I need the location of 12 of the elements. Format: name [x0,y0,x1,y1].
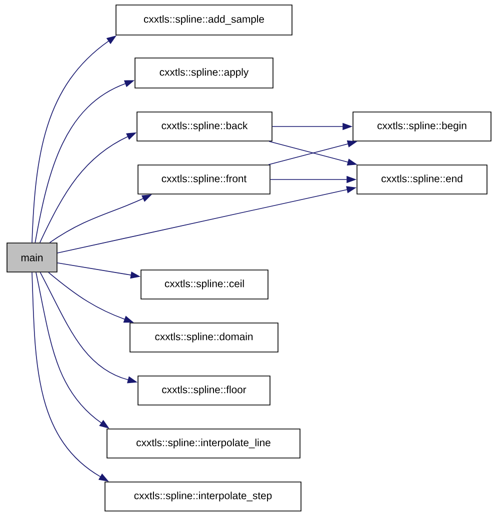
function-box: cxxtls::spline::end [356,164,488,194]
function-box: cxxtls::spline::interpolate_step [104,482,302,512]
function-box: cxxtls::spline::front [138,164,270,194]
function-box: cxxtls::spline::ceil [140,270,268,300]
function-box: cxxtls::spline::add_sample [116,4,292,36]
function-box: cxxtls::spline::floor [138,376,270,406]
function-box: cxxtls::spline::back [136,112,272,142]
function-box: cxxtls::spline::begin [352,112,492,142]
function-box: cxxtls::spline::domain [130,322,278,352]
function-box: main [6,242,58,272]
function-box: cxxtls::spline::apply [134,58,274,88]
function-box: cxxtls::spline::interpolate_line [106,428,300,458]
